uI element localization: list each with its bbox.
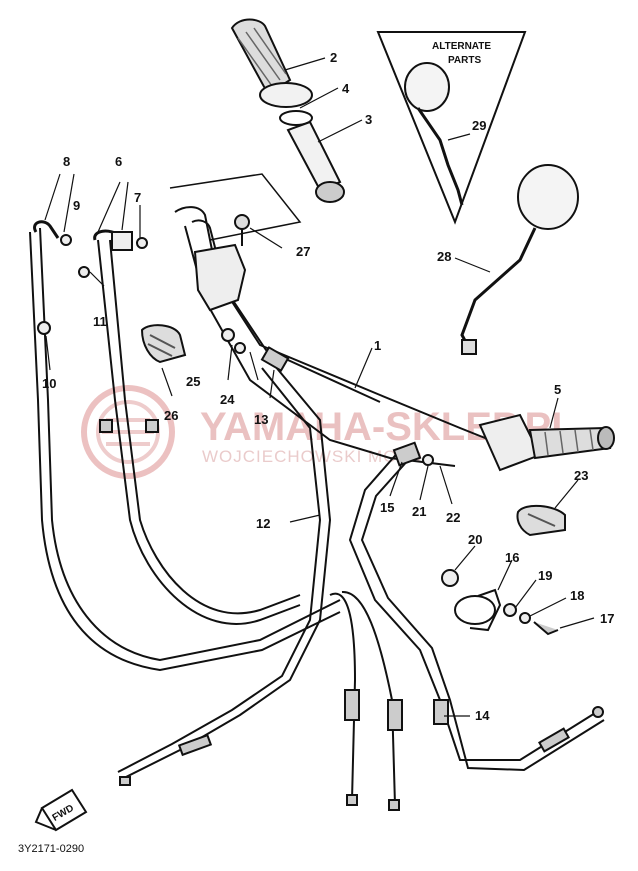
right-grip [478,413,615,472]
callout-14: 14 [475,708,490,723]
alternate-label-line1: ALTERNATE [432,41,491,52]
callout-1: 1 [374,338,381,353]
fwd-arrow: FWD [34,788,88,832]
alternate-parts-box: ALTERNATE PARTS [376,31,527,225]
callout-2: 2 [330,50,337,65]
callout-18: 18 [570,588,584,603]
callout-27: 27 [296,244,310,259]
callout-17: 17 [600,611,614,626]
callout-3: 3 [365,112,372,127]
mirror-right [460,164,579,355]
alternate-label-line2: PARTS [448,55,481,66]
callout-26: 26 [164,408,178,423]
callout-8: 8 [63,154,70,169]
callout-29: 29 [472,118,486,133]
callout-5: 5 [554,382,561,397]
callout-13: 13 [254,412,268,427]
callout-19: 19 [538,568,552,583]
drawing-code: 3Y2171-0290 [18,843,84,855]
callout-15: 15 [380,500,394,515]
alternate-mirror-head [404,62,450,112]
callout-25: 25 [186,374,200,389]
throttle-grip-top [230,18,345,203]
leader-lines [44,57,595,717]
callout-23: 23 [574,468,588,483]
callout-9: 9 [73,198,80,213]
callout-20: 20 [468,532,482,547]
callout-4-label: 4 [342,81,350,96]
callout-28: 28 [437,249,451,264]
callout-22: 22 [446,510,460,525]
lever-switch-left [140,324,187,364]
alternate-mirror-stem [416,107,464,206]
lever-switch-right [516,504,566,537]
callout-7: 7 [134,190,141,205]
cable-fittings [99,346,604,811]
callout-16: 16 [505,550,519,565]
clamp-assembly [441,569,559,636]
small-hardware [33,220,434,466]
callout-10: 10 [42,376,56,391]
callout-6: 6 [115,154,122,169]
callout-11: 11 [93,314,107,329]
left-switch-housing [193,214,250,312]
callout-12: 12 [256,516,270,531]
callout-labels: 1 2 4 3 5 6 7 8 9 10 11 12 13 14 15 16 1… [42,50,614,723]
callout-21: 21 [412,504,426,519]
callout-24: 24 [220,392,235,407]
